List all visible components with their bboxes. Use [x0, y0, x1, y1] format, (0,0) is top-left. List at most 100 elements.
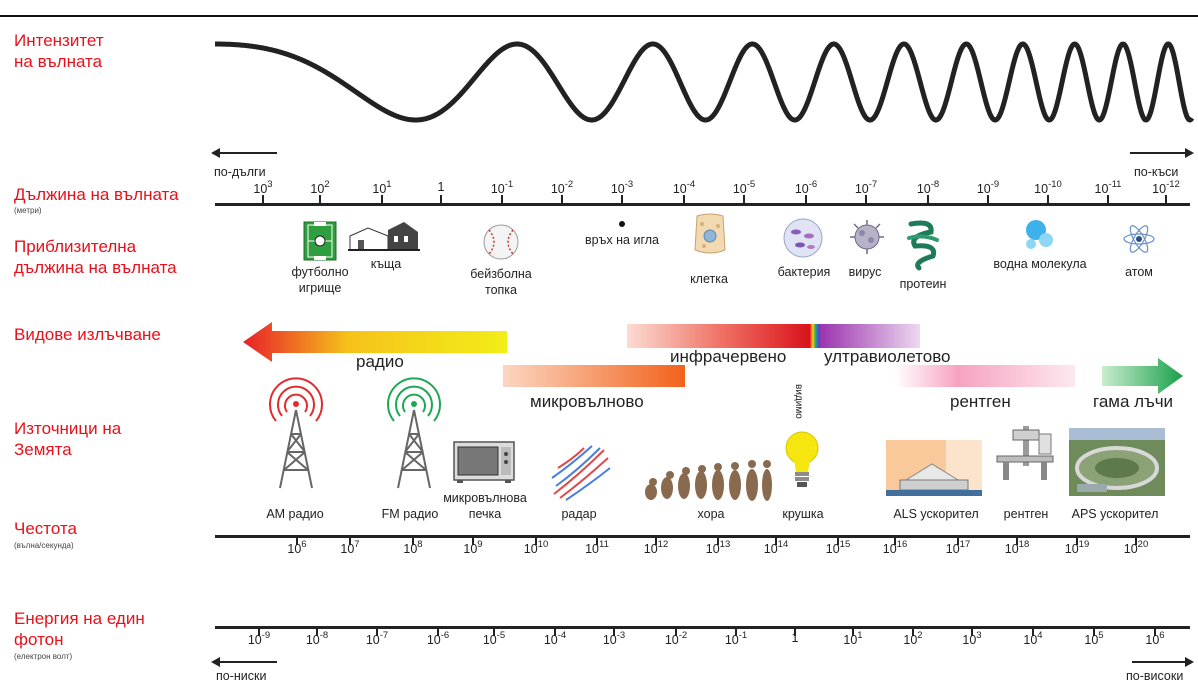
source-caption-am-radio: AM радио: [266, 507, 324, 521]
energy-tick-label: 10-9: [247, 630, 271, 648]
size-caption-house: къща: [370, 257, 402, 271]
aps-accelerator-icon: [1069, 428, 1165, 496]
frequency-tick: [957, 535, 959, 545]
frequency-axis: [215, 535, 1190, 538]
fm-radio-tower-icon: [387, 377, 441, 489]
energy-tick: [1154, 626, 1156, 636]
radiation-bands: [243, 322, 1183, 394]
energy-tick-label: 10-1: [724, 630, 748, 648]
wavelength-tick: [440, 195, 442, 205]
wavelength-tick-label: 1: [437, 180, 445, 194]
frequency-tick-label: 1018: [1004, 539, 1030, 557]
source-caption-light-bulb: крушка: [782, 507, 824, 521]
top-border: [0, 0, 1198, 17]
frequency-tick: [535, 535, 537, 545]
frequency-tick-label: 1013: [705, 539, 731, 557]
photon-energy-unit: (електрон волт): [14, 652, 73, 661]
size-caption-atom: атом: [1125, 265, 1153, 279]
shorter-arrow-line: [1130, 152, 1188, 154]
size-caption-protein: протеин: [899, 277, 947, 291]
lower-label: по-ниски: [216, 669, 267, 683]
wavelength-tick: [319, 195, 321, 205]
frequency-tick-label: 1014: [763, 539, 789, 557]
frequency-tick-label: 1016: [882, 539, 908, 557]
pin-point-icon: [619, 221, 625, 227]
wavelength-label: Дължина на вълната: [14, 185, 179, 204]
wavelength-tick-label: 10-4: [672, 179, 696, 197]
frequency-tick: [775, 535, 777, 545]
am-radio-tower-icon: [269, 377, 323, 489]
lower-arrow-line: [215, 661, 277, 663]
energy-tick-label: 106: [1145, 630, 1165, 648]
wavelength-tick: [927, 195, 929, 205]
energy-tick: [1093, 626, 1095, 636]
energy-tick-label: 10-3: [602, 630, 626, 648]
wavelength-tick-label: 10-5: [732, 179, 756, 197]
wavelength-tick-label: 10-8: [916, 179, 940, 197]
energy-tick-label: 10-6: [426, 630, 450, 648]
frequency-tick: [1016, 535, 1018, 545]
source-caption-humans: хора: [697, 507, 725, 521]
infrared-band: [627, 324, 810, 348]
wavelength-tick: [561, 195, 563, 205]
wavelength-tick-label: 10-2: [550, 179, 574, 197]
source-caption-fm-radio: FM радио: [381, 507, 439, 521]
shorter-label: по-къси: [1134, 165, 1179, 179]
frequency-tick: [349, 535, 351, 545]
energy-axis: [215, 626, 1190, 629]
source-caption-radar: радар: [561, 507, 597, 521]
energy-tick-label: 10-8: [305, 630, 329, 648]
energy-tick-label: 10-2: [664, 630, 688, 648]
energy-tick-label: 1: [791, 631, 799, 645]
frequency-tick: [894, 535, 896, 545]
source-caption-xray: рентген: [1003, 507, 1049, 521]
virus-icon: [850, 220, 884, 254]
wavelength-tick-label: 10-12: [1152, 179, 1180, 197]
wavelength-tick-label: 10-9: [976, 179, 1000, 197]
energy-tick-label: 10-7: [365, 630, 389, 648]
wavelength-tick: [805, 195, 807, 205]
energy-tick-label: 103: [962, 630, 982, 648]
energy-tick: [794, 626, 796, 636]
xray-band: [895, 365, 1075, 387]
energy-tick-label: 102: [903, 630, 923, 648]
ultraviolet-band: [820, 324, 920, 348]
house-icon: [348, 222, 420, 251]
visible-band: [810, 324, 820, 348]
wave-intensity-graphic: [215, 41, 1195, 123]
gamma-band-label: гама лъчи: [1093, 392, 1174, 411]
wavelength-axis: [215, 203, 1190, 206]
frequency-unit: (вълна/секунда): [14, 541, 74, 550]
energy-tick: [493, 626, 495, 636]
wavelength-tick: [683, 195, 685, 205]
energy-tick: [852, 626, 854, 636]
microwave-oven-icon: [453, 441, 515, 483]
frequency-tick: [1076, 535, 1078, 545]
gamma-band: [1102, 358, 1183, 394]
infrared-band-label: инфрачервено: [670, 347, 787, 366]
atom-icon: [1123, 225, 1155, 253]
radio-band: [243, 322, 507, 362]
wavelength-tick-label: 101: [372, 179, 392, 197]
visible-band-label: видимо: [793, 384, 804, 419]
wavelength-tick: [743, 195, 745, 205]
wavelength-tick: [621, 195, 623, 205]
size-caption-bacteria: бактерия: [777, 265, 831, 279]
radar-icon: [551, 445, 611, 501]
energy-tick: [316, 626, 318, 636]
energy-tick: [437, 626, 439, 636]
protein-icon: [907, 220, 939, 271]
frequency-tick: [596, 535, 598, 545]
frequency-tick: [472, 535, 474, 545]
energy-tick-label: 10-4: [543, 630, 567, 648]
energy-tick: [675, 626, 677, 636]
energy-tick: [912, 626, 914, 636]
frequency-tick-label: 106: [287, 539, 307, 557]
frequency-tick: [1135, 535, 1137, 545]
energy-tick: [971, 626, 973, 636]
